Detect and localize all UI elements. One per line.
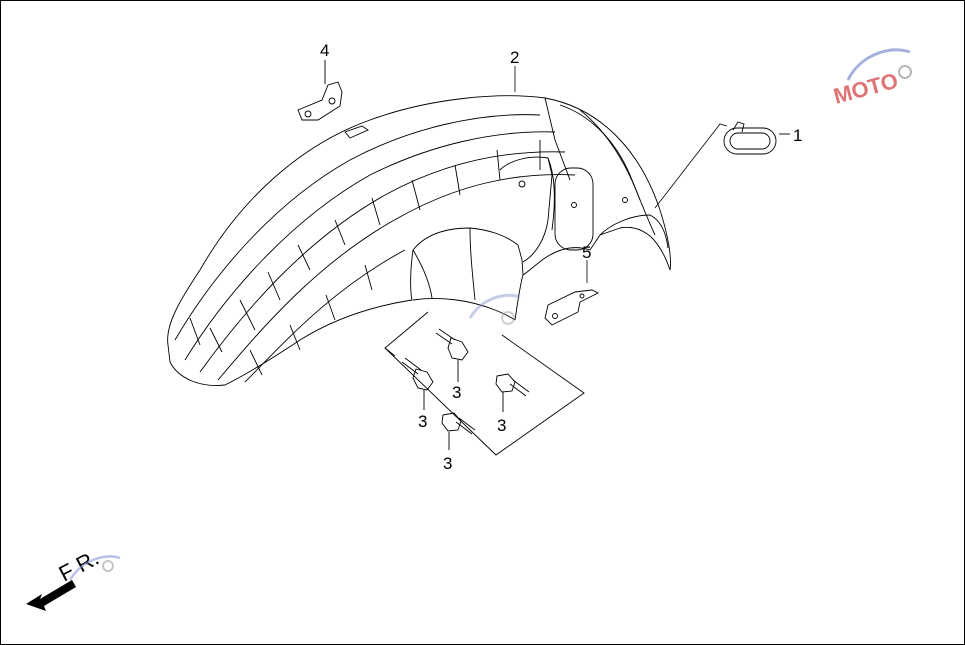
bolt-c [495,373,530,412]
watermark-logo-center [468,293,521,325]
bolt-a [435,328,469,382]
bolts [384,311,585,456]
callout-3d: 3 [443,454,452,473]
direction-label: F R. [55,545,103,587]
callout-3a: 3 [452,383,461,402]
callout-3b: 3 [418,412,427,431]
front-direction-indicator: F R. [26,545,103,611]
bolt-b [401,357,434,410]
part-5-clip [544,289,600,326]
bolt-d [441,412,476,450]
part-1-grommet [723,121,790,155]
callout-3c: 3 [497,416,506,435]
part-4-bracket [297,60,343,121]
callout-4: 4 [320,41,329,60]
direction-arrow-icon [26,580,76,611]
callout-1: 1 [793,126,802,145]
watermark-logo-top: MOTO [831,48,912,109]
callout-2: 2 [510,48,519,67]
watermark-text-top: MOTO [831,68,901,109]
callouts: 1 2 3 3 3 3 4 5 [320,41,802,473]
callout-5: 5 [582,243,591,262]
watermark-logo-bottom [68,555,121,581]
front-fender [167,95,671,386]
leader-lines [514,66,728,283]
